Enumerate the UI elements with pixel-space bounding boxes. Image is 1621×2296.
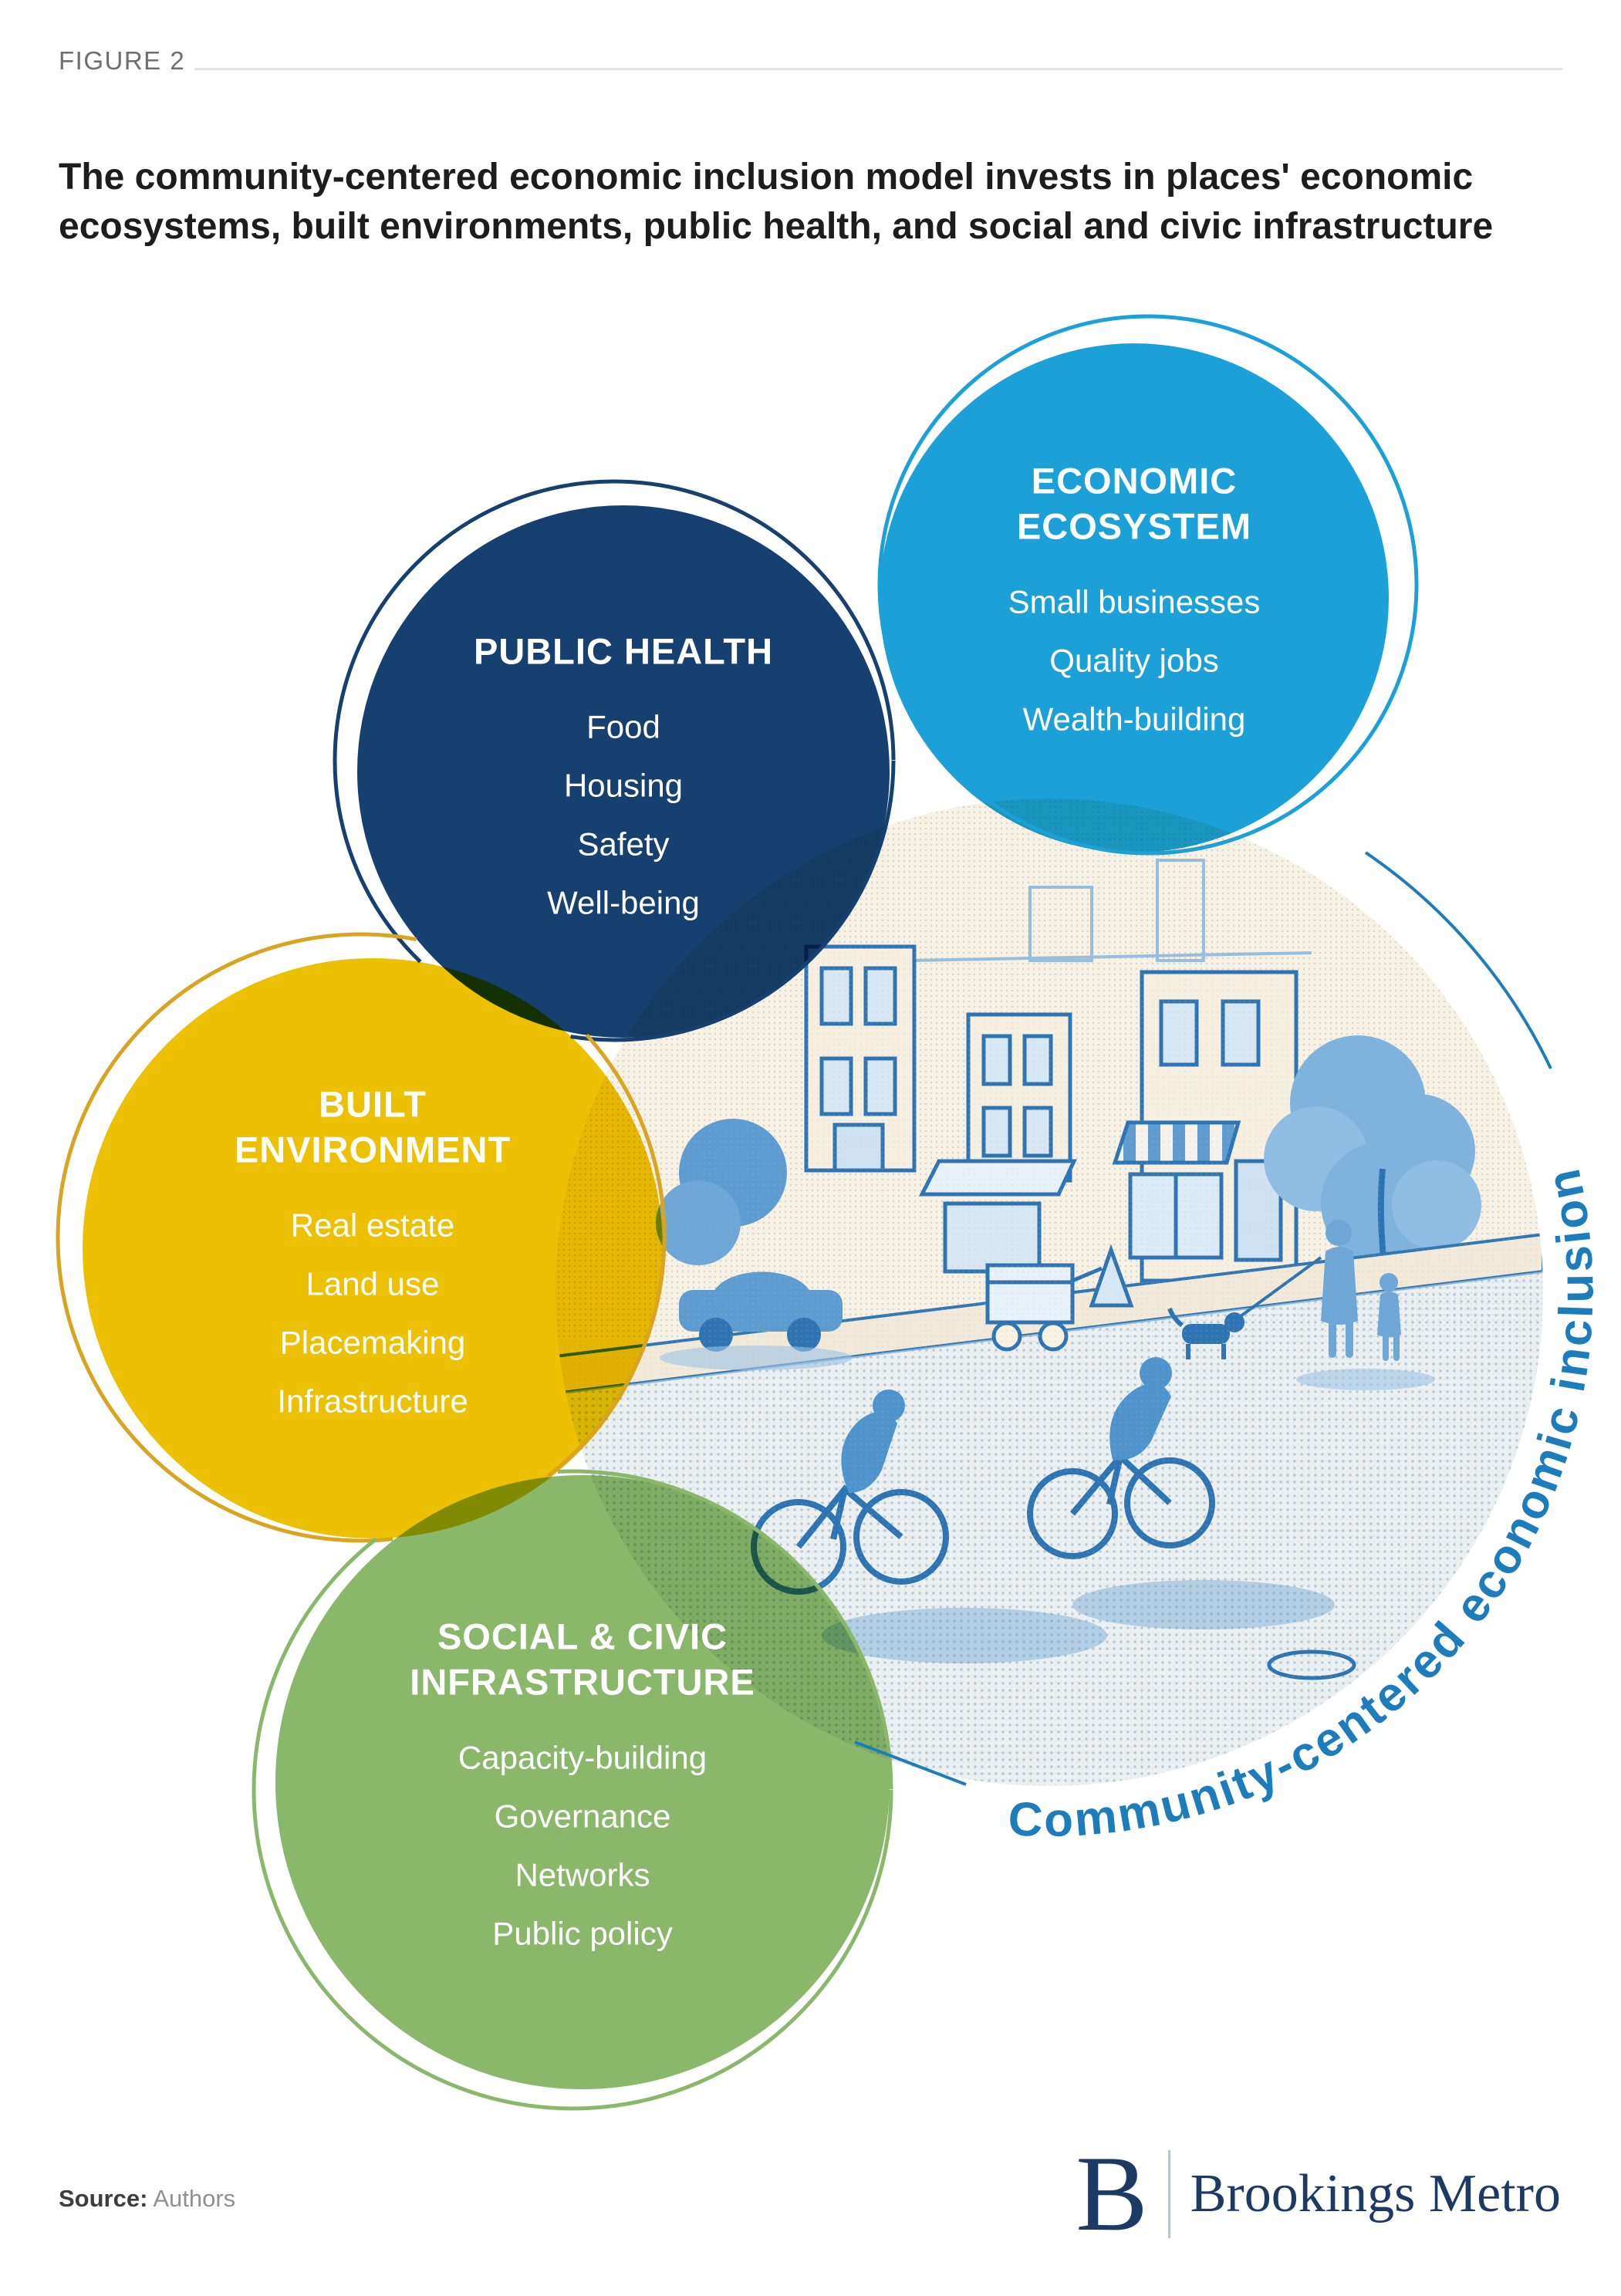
list-item: Quality jobs (1049, 641, 1219, 678)
list-item: Placemaking (279, 1323, 466, 1360)
source-note: Source: Authors (59, 2185, 235, 2213)
brookings-b-mark: B (1076, 2134, 1148, 2254)
list-item: Networks (515, 1855, 650, 1893)
economic-ecosystem-text: ECONOMIC ECOSYSTEM Small businesses Qual… (949, 458, 1319, 748)
figure-label: FIGURE 2 (59, 46, 186, 75)
built-environment-heading: BUILT ENVIRONMENT (234, 1083, 512, 1170)
public-health-text: PUBLIC HEALTH Food Housing Safety Well-b… (407, 630, 839, 933)
public-health-heading: PUBLIC HEALTH (473, 630, 774, 672)
brookings-metro-logo: B Brookings Metro (1076, 2134, 1561, 2254)
logo-divider (1167, 2149, 1170, 2238)
social-civic-text: SOCIAL & CIVIC INFRASTRUCTURE Capacity-b… (382, 1614, 783, 1963)
source-label: Source: (59, 2185, 148, 2212)
economic-ecosystem-heading: ECONOMIC ECOSYSTEM (1016, 460, 1252, 546)
header-rule (194, 68, 1562, 70)
list-item: Capacity-building (458, 1738, 707, 1775)
built-environment-text: BUILT ENVIRONMENT Real estate Land use P… (207, 1082, 539, 1430)
list-item: Public policy (492, 1914, 673, 1951)
list-item: Land use (306, 1264, 440, 1302)
list-item: Housing (563, 767, 684, 804)
list-item: Well-being (547, 884, 700, 921)
list-item: Infrastructure (277, 1382, 468, 1419)
list-item: Governance (494, 1797, 671, 1834)
list-item: Wealth-building (1022, 700, 1246, 737)
social-civic-heading: SOCIAL & CIVIC INFRASTRUCTURE (410, 1616, 755, 1702)
logo-wordmark: Brookings Metro (1190, 2163, 1561, 2223)
list-item: Real estate (290, 1206, 455, 1243)
list-item: Small businesses (1008, 582, 1261, 620)
list-item: Safety (577, 826, 670, 863)
list-item: Food (586, 708, 660, 745)
source-value: Authors (153, 2185, 236, 2212)
figure-title: The community-centered economic inclusio… (59, 157, 1494, 247)
